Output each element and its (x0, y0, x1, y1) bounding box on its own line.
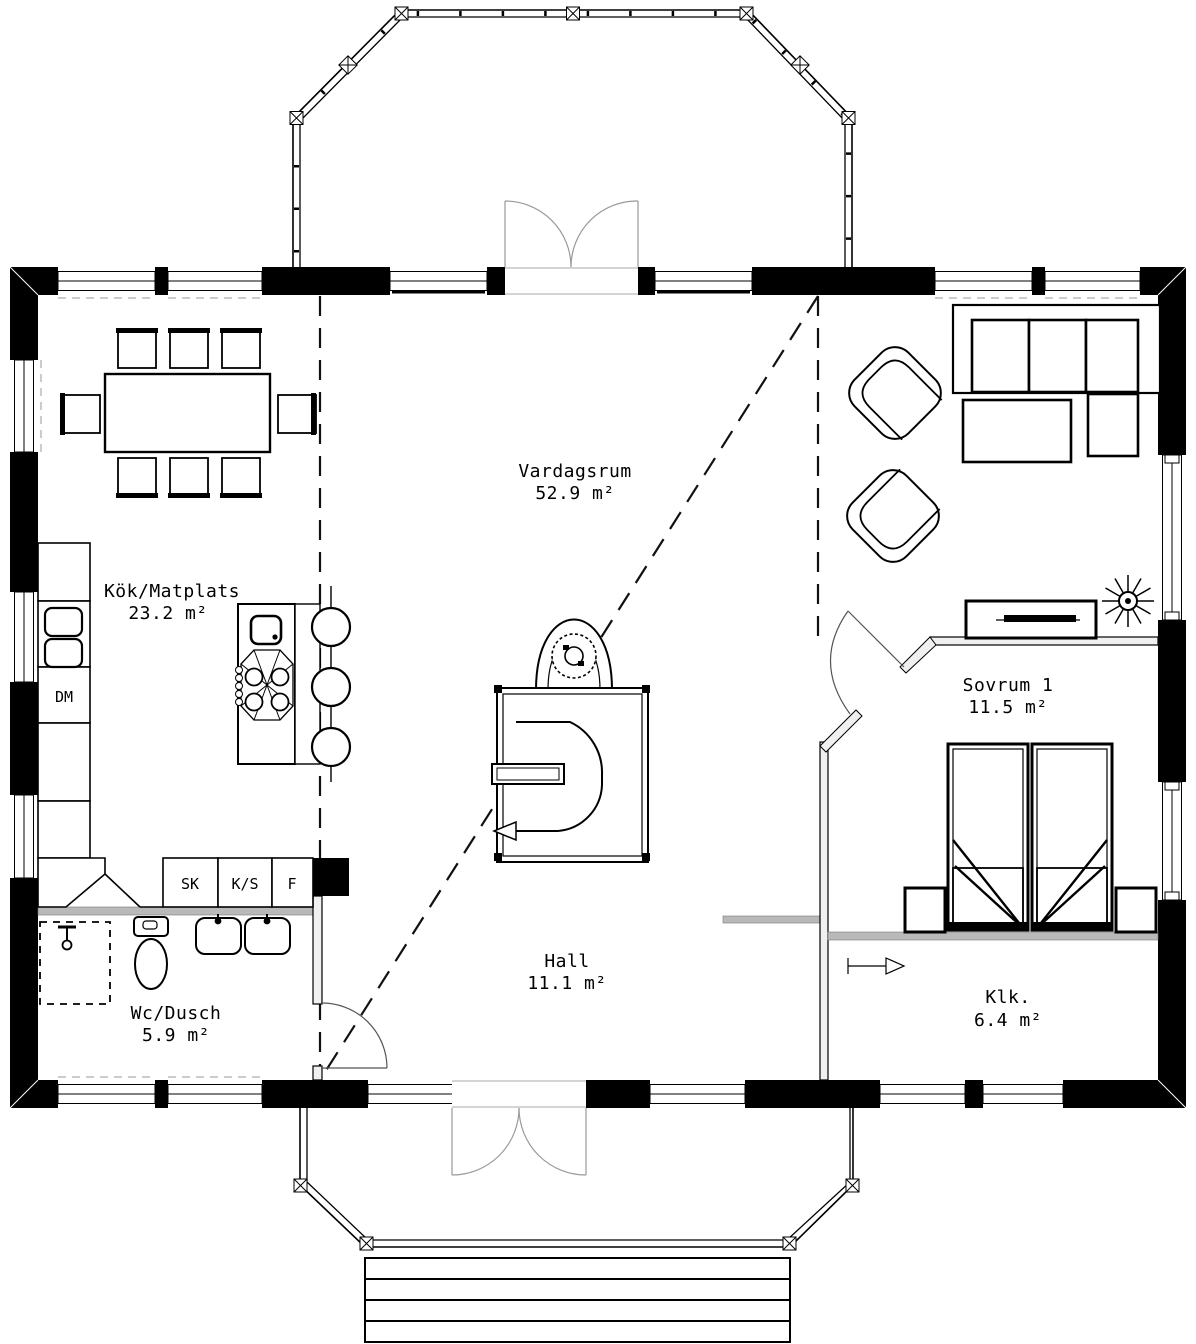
wc-east-wall-stub (312, 1065, 323, 1081)
porch-steps (364, 1257, 791, 1343)
window (654, 267, 753, 295)
window (367, 1080, 461, 1108)
window (934, 267, 1033, 299)
label-sovrum-name: Sovrum 1 (963, 675, 1054, 696)
dining-set (60, 328, 317, 498)
cooktop (235, 649, 294, 721)
porch-posts (293, 1178, 860, 1251)
window (10, 794, 38, 879)
entry-porch (293, 1108, 860, 1343)
window (1158, 781, 1186, 901)
kitchen-sink (43, 606, 84, 669)
flow-arrowhead (492, 820, 517, 842)
label-sovrum-area: 11.5 m² (968, 697, 1047, 718)
shower-area (39, 921, 111, 1005)
hall-sliding-panel (722, 915, 823, 924)
cabinet-sk (162, 857, 219, 908)
plant (1102, 575, 1154, 627)
bar-stools (310, 606, 352, 768)
label-hall-area: 11.1 m² (527, 973, 606, 994)
sink-basin (244, 914, 291, 955)
bedroom-angled-wall-lower (819, 709, 863, 753)
cabinet-ks (217, 857, 273, 908)
living-room-furniture (846, 303, 1162, 627)
kitchen (37, 542, 352, 908)
armchair (846, 468, 941, 563)
chaise-cushion (1086, 392, 1140, 458)
window (57, 267, 156, 299)
duct-shaft (313, 858, 349, 896)
label-dishwasher: DM (55, 688, 73, 706)
sliding-door-arrow (847, 957, 906, 975)
label-vardagsrum-area: 52.9 m² (535, 483, 614, 504)
label-wc-area: 5.9 m² (142, 1025, 210, 1046)
window (879, 1080, 966, 1108)
interior-walls (37, 636, 1159, 1081)
bedroom-door (829, 610, 905, 715)
coffee-table (961, 398, 1073, 464)
bedroom-west-wall (819, 741, 829, 1081)
label-cabinet-sk: SK (181, 875, 199, 893)
window (389, 267, 488, 295)
dresser (964, 599, 1098, 640)
nightstand (903, 886, 947, 934)
windows-left-wall (10, 359, 42, 879)
label-cabinet-ks: K/S (231, 875, 258, 893)
wc-north-wall (37, 906, 314, 916)
label-fridge: F (287, 875, 296, 893)
kitchen-island (235, 586, 352, 782)
windows-top-wall (57, 267, 1141, 299)
hearth-door (491, 763, 565, 785)
flow-arrow-path (516, 721, 604, 832)
bay-mullion-posts (289, 6, 856, 125)
room-labels: Vardagsrum 52.9 m² Kök/Matplats 23.2 m² … (55, 461, 1053, 1046)
dining-table (103, 372, 272, 454)
windows-bottom-wall (57, 1076, 1064, 1108)
closet-divider-track (827, 931, 1159, 941)
label-kok-name: Kök/Matplats (104, 581, 240, 602)
window (10, 591, 38, 683)
toilet (133, 916, 169, 990)
bedroom-angled-wall-upper (899, 636, 937, 674)
dishwasher-cabinet (37, 666, 91, 724)
shower-mixer (58, 925, 76, 951)
windows-right-wall (1158, 454, 1186, 901)
bay-double-doors (504, 200, 639, 295)
sink-basin (195, 914, 242, 955)
window (982, 1080, 1064, 1108)
sofa-cushions (970, 318, 1140, 458)
wc-fixtures (39, 914, 291, 1005)
label-hall-name: Hall (544, 951, 589, 972)
label-kok-area: 23.2 m² (128, 603, 207, 624)
window (649, 1080, 746, 1108)
window (57, 1076, 156, 1108)
label-klk-area: 6.4 m² (974, 1010, 1042, 1031)
bed (1030, 742, 1114, 932)
bay-window (289, 6, 856, 295)
label-wc-name: Wc/Dusch (131, 1003, 222, 1024)
nightstand (1114, 886, 1158, 934)
island-sink (249, 614, 283, 646)
wc-east-wall (312, 895, 323, 1005)
wc-door (320, 1002, 388, 1069)
label-klk-name: Klk. (985, 987, 1030, 1008)
fireplace (491, 618, 650, 863)
bed (946, 742, 1030, 932)
interior-doors (320, 610, 906, 1069)
window (10, 359, 42, 453)
window (167, 1076, 263, 1108)
label-vardagsrum-name: Vardagsrum (518, 461, 631, 482)
cabinet-f (271, 857, 314, 908)
bedroom-furniture (903, 599, 1158, 934)
window (1158, 454, 1186, 621)
window (1044, 267, 1141, 299)
window (167, 267, 263, 299)
armchair (848, 346, 943, 441)
dining-chairs (60, 328, 317, 498)
entry-double-doors (451, 1080, 587, 1176)
